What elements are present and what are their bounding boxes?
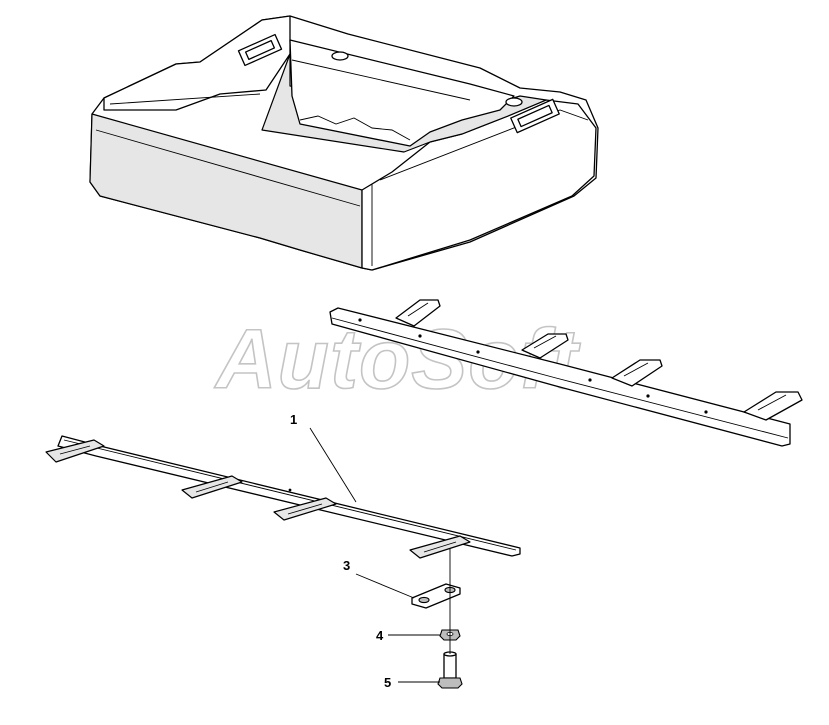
lower-tab — [45, 439, 105, 463]
lower-tab — [273, 497, 337, 521]
callout-1: 1 — [290, 412, 297, 427]
lower-tab — [409, 535, 471, 559]
upper-tab — [521, 333, 569, 359]
part-1-strip — [45, 435, 521, 559]
upper-tab — [395, 299, 441, 327]
part-3-plate — [411, 583, 461, 609]
callout-5: 5 — [384, 675, 391, 690]
leader-line-3 — [355, 573, 415, 599]
upper-tab — [743, 391, 803, 421]
part-5-bolt — [437, 651, 463, 689]
seat-cushion — [89, 15, 599, 271]
upper-rail — [329, 299, 803, 447]
lower-tab — [181, 475, 243, 499]
callout-3: 3 — [343, 558, 350, 573]
leader-line-1 — [309, 427, 357, 503]
callout-4: 4 — [376, 628, 384, 643]
upper-tab — [611, 359, 663, 387]
